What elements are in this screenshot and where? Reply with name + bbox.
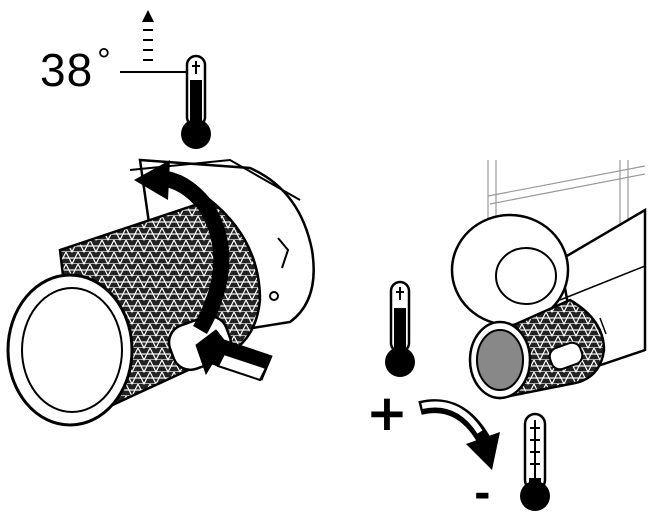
push-arrow-icon	[195, 329, 273, 382]
faucet-installation	[450, 160, 647, 400]
thermostat-knob-large	[6, 158, 315, 427]
temperature-value: 38	[40, 44, 94, 96]
rotate-arrow-icon	[134, 160, 230, 334]
rotate-arrow-icon	[418, 399, 500, 470]
temperature-unit: °	[97, 42, 112, 80]
thermometer-icon	[181, 54, 211, 149]
thermometer-icon	[520, 412, 550, 511]
increase-symbol: +	[366, 384, 408, 442]
arrow-up-icon	[142, 10, 154, 61]
thermometer-icon	[385, 280, 415, 377]
temperature-value-label: 38°	[40, 44, 112, 93]
temperature-indicator	[120, 10, 211, 149]
decrease-symbol: -	[474, 471, 491, 517]
